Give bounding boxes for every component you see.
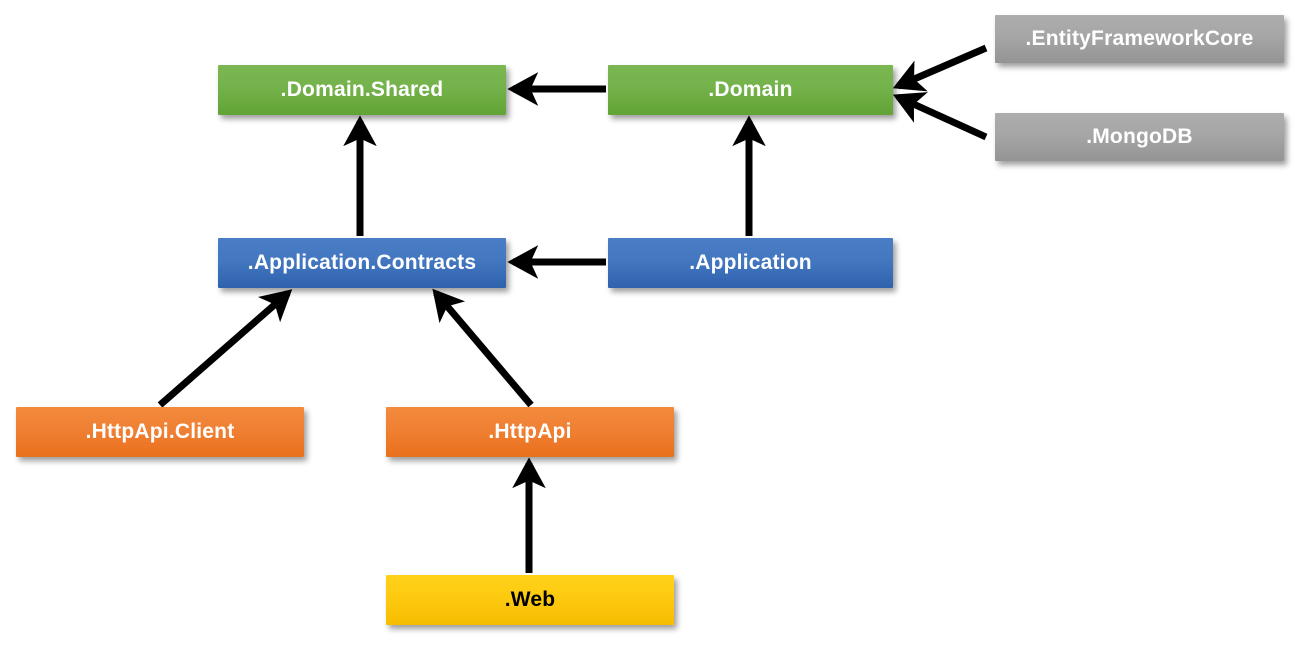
node-web[interactable]: .Web xyxy=(386,575,674,625)
node-domain[interactable]: .Domain xyxy=(608,65,893,115)
node-label: .Application.Contracts xyxy=(247,251,477,274)
node-domain-shared[interactable]: .Domain.Shared xyxy=(218,65,506,115)
node-label: .EntityFrameworkCore xyxy=(1025,27,1254,50)
node-label: .MongoDB xyxy=(1086,125,1193,148)
arrow-httpapi-client-to-app-contracts xyxy=(157,289,293,408)
node-label: .Application xyxy=(689,251,812,274)
node-label: .Web xyxy=(504,588,556,611)
node-httpapi-client[interactable]: .HttpApi.Client xyxy=(16,407,304,457)
arrow-efcore-to-domain xyxy=(892,44,988,92)
node-application[interactable]: .Application xyxy=(608,238,893,288)
node-mongodb[interactable]: .MongoDB xyxy=(995,113,1284,161)
node-label: .HttpApi xyxy=(488,420,572,443)
node-label: .Domain.Shared xyxy=(280,78,444,101)
node-label: .HttpApi.Client xyxy=(85,420,235,443)
node-label: .Domain xyxy=(708,78,793,101)
node-httpapi[interactable]: .HttpApi xyxy=(386,407,674,457)
node-application-contracts[interactable]: .Application.Contracts xyxy=(218,238,506,288)
arrow-mongodb-to-domain xyxy=(892,92,988,141)
arrow-httpapi-to-app-contracts xyxy=(432,288,534,408)
node-entityframeworkcore[interactable]: .EntityFrameworkCore xyxy=(995,15,1284,63)
